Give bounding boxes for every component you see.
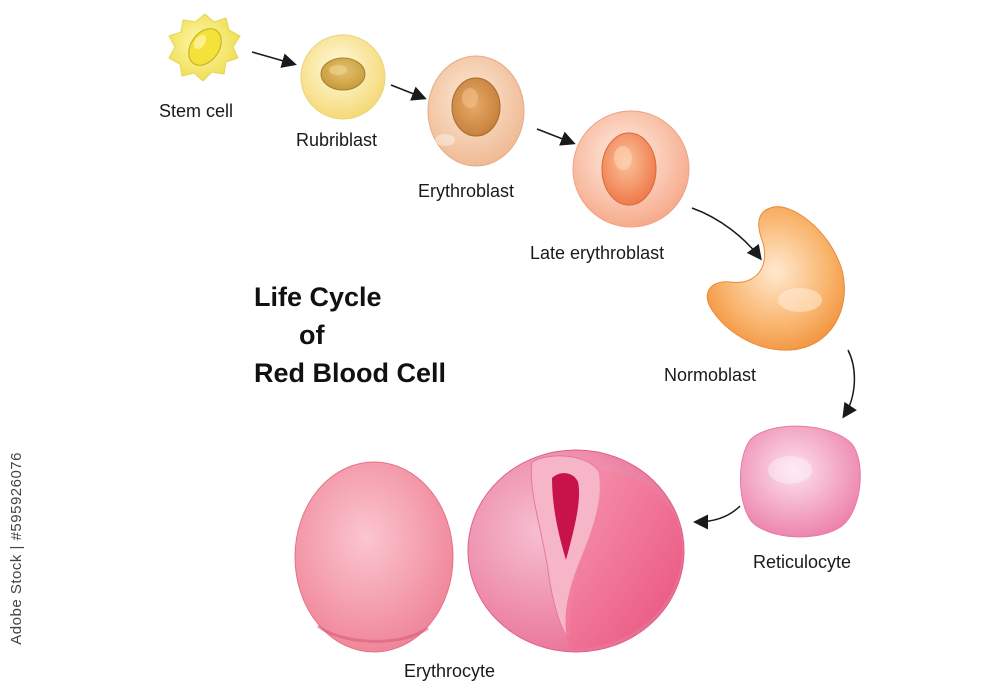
erythrocyte-disc-cell (467, 449, 685, 653)
arrow-erythroblast-to-late (536, 128, 576, 146)
arrow-late-to-normoblast (691, 207, 762, 261)
erythroblast-label: Erythroblast (418, 181, 515, 201)
stock-watermark: Adobe Stock | #595926076 (8, 452, 25, 645)
normoblast-cell (706, 206, 845, 351)
late-erythroblast-cell (572, 110, 690, 228)
stem-cell-label: Stem cell (159, 101, 234, 121)
erythrocyte-oval-cell (294, 461, 454, 653)
stem-cell (168, 13, 241, 82)
rubriblast-cell (300, 34, 386, 120)
arrow-normoblast-to-reticulocyte (842, 349, 857, 419)
erythroblast-cell (427, 55, 525, 167)
reticulocyte-label: Reticulocyte (753, 552, 852, 572)
arrow-reticulocyte-to-erythrocyte (693, 505, 741, 530)
erythrocyte-label: Erythrocyte (404, 661, 496, 681)
arrows (251, 51, 857, 530)
arrow-stem-to-rubriblast (251, 51, 297, 68)
normoblast-label: Normoblast (664, 365, 757, 385)
reticulocyte-cell (740, 425, 861, 538)
late-erythroblast-label: Late erythroblast (530, 243, 665, 263)
rubriblast-label: Rubriblast (296, 130, 378, 150)
arrow-rubriblast-to-erythroblast (390, 84, 427, 101)
title-line-3: Red Blood Cell (254, 358, 447, 388)
title-line-1: Life Cycle (254, 282, 382, 312)
title-line-2: of (299, 320, 325, 350)
